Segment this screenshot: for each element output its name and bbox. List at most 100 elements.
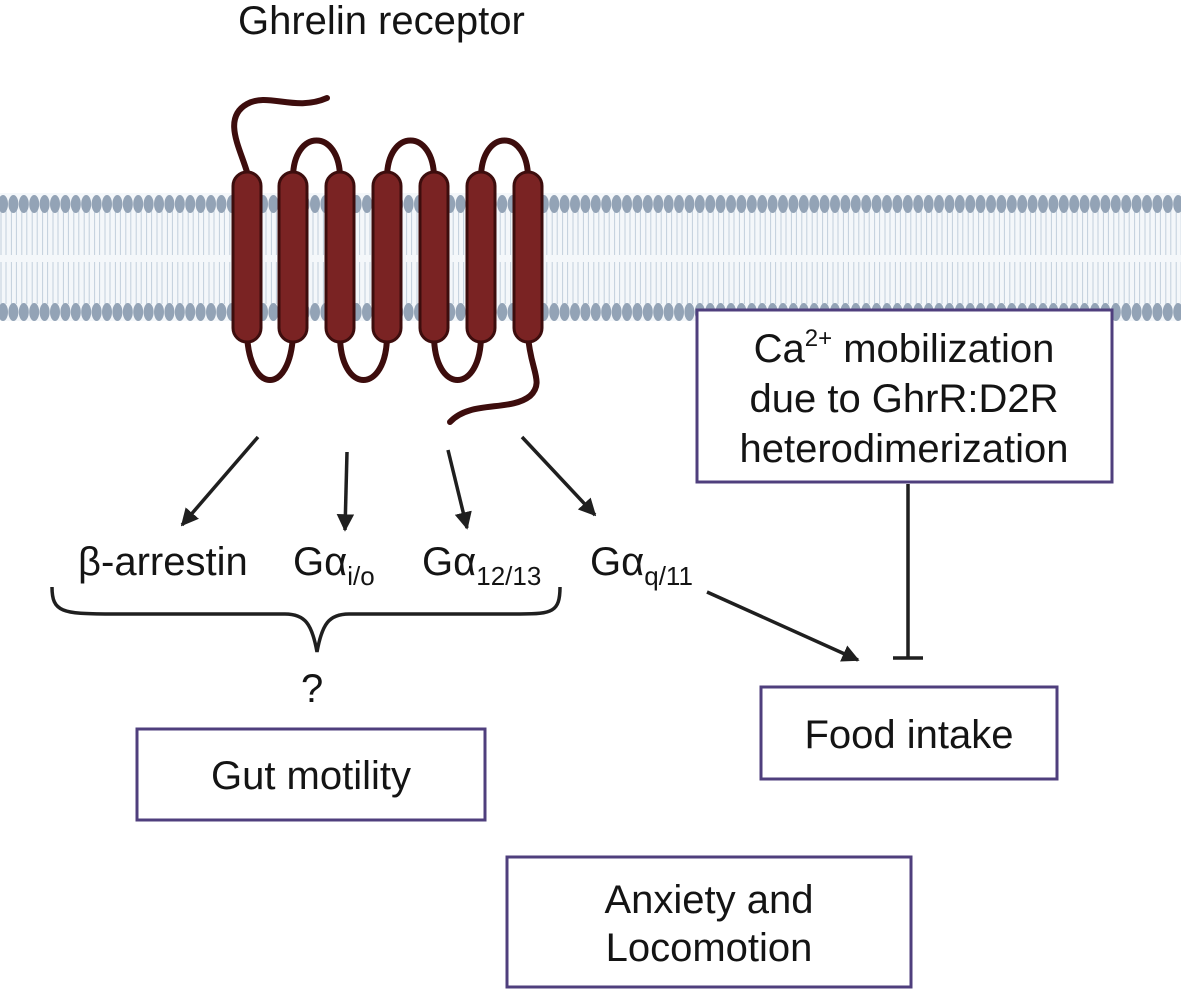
lipid-head <box>1100 195 1111 213</box>
lipid-head <box>809 195 820 213</box>
calcium-superscript: 2+ <box>805 325 832 352</box>
lipid-head <box>788 195 799 213</box>
beta-arrestin-label: β-arrestin <box>78 540 248 584</box>
lipid-head <box>185 303 196 321</box>
lipid-head <box>39 303 50 321</box>
lipid-head <box>216 303 227 321</box>
lipid-head <box>133 303 144 321</box>
lipid-head <box>1173 303 1181 321</box>
lipid-head <box>1058 195 1069 213</box>
lipid-head <box>1048 195 1059 213</box>
ga12-13-subscript: 12/13 <box>476 561 541 591</box>
lipid-head <box>559 195 570 213</box>
lipid-head <box>622 195 632 213</box>
food-intake-box <box>759 685 1059 781</box>
lipid-head <box>590 303 601 321</box>
lipid-head <box>1131 195 1142 213</box>
calcium-rest: mobilization <box>832 327 1054 371</box>
lipid-head <box>830 195 840 213</box>
lipid-head <box>684 303 695 321</box>
food-intake-label: Food intake <box>804 713 1013 757</box>
lipid-head <box>8 303 19 321</box>
lipid-head <box>1121 195 1132 213</box>
lipid-head <box>112 195 123 213</box>
lipid-head <box>50 303 60 321</box>
gaq-11-subscript: q/11 <box>644 561 693 591</box>
arrow-to-ga12-13 <box>446 449 472 530</box>
cell-membrane <box>0 193 1181 321</box>
lipid-head <box>694 195 705 213</box>
lipid-head <box>143 195 154 213</box>
transmembrane-helix <box>324 170 356 344</box>
lipid-head <box>1006 195 1017 213</box>
lipid-head <box>611 195 622 213</box>
lipid-head <box>60 195 71 213</box>
lipid-head <box>164 195 175 213</box>
lipid-head <box>8 195 19 213</box>
lipid-head <box>746 195 757 213</box>
transmembrane-helix <box>418 170 450 344</box>
lipid-head <box>268 195 279 213</box>
lipid-head <box>611 303 622 321</box>
anxiety-line1: Anxiety and <box>604 878 813 922</box>
lipid-head <box>1131 303 1142 321</box>
lipid-head <box>674 303 684 321</box>
anxiety-locomotion-box <box>505 855 913 989</box>
lipid-head <box>1142 303 1152 321</box>
lipid-head <box>1017 195 1028 213</box>
lipid-head <box>29 303 40 321</box>
calcium-ca: Ca <box>754 327 806 371</box>
lipid-head <box>497 303 508 321</box>
lipid-head <box>455 195 466 213</box>
lipid-head <box>975 195 986 213</box>
lipid-head <box>674 195 684 213</box>
transmembrane-helix <box>277 170 309 344</box>
lipid-head <box>861 195 872 213</box>
lipid-head <box>143 303 154 321</box>
lipid-head <box>70 195 81 213</box>
lipid-head <box>497 195 508 213</box>
lipid-head <box>767 195 778 213</box>
lipid-head <box>653 195 664 213</box>
lipid-head <box>622 303 632 321</box>
calcium-line1: Ca2+ mobilization <box>754 325 1055 371</box>
lipid-head <box>1173 195 1181 213</box>
lipid-head <box>715 195 726 213</box>
gai-o-base: Gα <box>293 540 347 584</box>
ghrelin-receptor-icon <box>231 95 544 425</box>
lipid-head <box>403 195 414 213</box>
lipid-head <box>403 303 414 321</box>
arrow-gaq-to-food-intake <box>706 590 860 662</box>
lipid-head <box>840 195 851 213</box>
lipid-head <box>736 195 747 213</box>
lipid-head <box>268 303 279 321</box>
calcium-line3: heterodimerization <box>739 427 1068 471</box>
transmembrane-helix <box>371 170 403 344</box>
diagram-title: Ghrelin receptor <box>238 0 525 43</box>
lipid-head <box>892 195 903 213</box>
lipid-head <box>580 195 591 213</box>
lipid-head <box>1090 195 1100 213</box>
arrow-to-gaq-11 <box>520 435 597 517</box>
lipid-head <box>1110 195 1121 213</box>
arrow-to-gai-o <box>336 451 355 532</box>
lipid-head <box>195 303 206 321</box>
transmembrane-helix <box>512 170 544 344</box>
lipid-head <box>206 195 216 213</box>
lipid-head <box>902 195 913 213</box>
lipid-head <box>778 195 788 213</box>
lipid-head <box>1079 195 1090 213</box>
lipid-head <box>102 195 112 213</box>
lipid-head <box>1069 195 1080 213</box>
lipid-head <box>549 195 560 213</box>
grouping-brace <box>50 586 562 653</box>
lipid-head <box>1121 303 1132 321</box>
lipid-head <box>986 195 996 213</box>
lipid-head <box>29 195 40 213</box>
lipid-head <box>112 303 123 321</box>
lipid-head <box>570 195 580 213</box>
lipid-head <box>1142 195 1152 213</box>
gai-o-label: Gαi/o <box>293 540 375 591</box>
ga12-13-base: Gα <box>422 540 476 584</box>
